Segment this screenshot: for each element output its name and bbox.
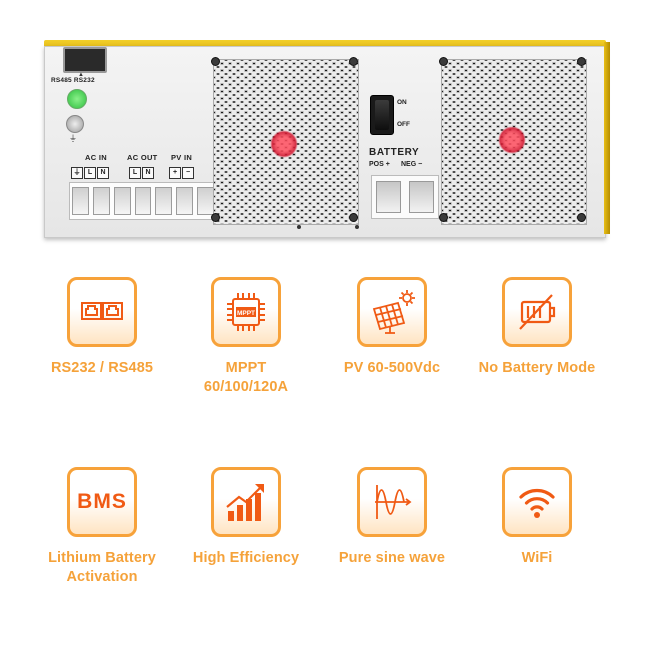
feature-label-line: 60/100/120A bbox=[203, 379, 289, 395]
ground-icon: ⏚ bbox=[69, 134, 77, 143]
battery-pos-label: POS + bbox=[369, 161, 390, 168]
battery-terminal bbox=[371, 175, 439, 219]
feature-lithium: BMS Lithium Battery Activation bbox=[32, 467, 172, 587]
chip-text: MPPT bbox=[237, 310, 255, 317]
feature-pv: PV 60-500Vdc bbox=[322, 277, 462, 378]
feature-label-line: WiFi bbox=[521, 550, 553, 566]
sine-wave-icon bbox=[357, 467, 427, 537]
terminal-ac-out-l: L bbox=[129, 167, 141, 179]
battery-neg-label: NEG − bbox=[401, 161, 423, 168]
no-battery-icon bbox=[502, 277, 572, 347]
feature-mppt: MPPT MPPT 60/100/120A bbox=[176, 277, 316, 397]
pv-in-label: PV IN bbox=[171, 153, 193, 162]
bms-icon: BMS bbox=[67, 467, 137, 537]
feature-label-line: High Efficiency bbox=[192, 550, 300, 566]
feature-label-line: MPPT bbox=[225, 360, 267, 376]
terminal-ground-icon: ⏚ bbox=[71, 167, 83, 179]
fan-hub-left bbox=[270, 130, 298, 158]
terminal-pv-plus: + bbox=[169, 167, 181, 179]
fan-grille-right bbox=[441, 59, 587, 225]
feature-no-battery: No Battery Mode bbox=[467, 277, 607, 378]
power-switch[interactable] bbox=[370, 95, 394, 135]
feature-rs232: RS232 / RS485 bbox=[32, 277, 172, 378]
fan-grille-left bbox=[213, 59, 359, 225]
feature-sine-wave: Pure sine wave bbox=[322, 467, 462, 568]
ac-out-label: AC OUT bbox=[127, 153, 158, 162]
ethernet-ports-icon bbox=[67, 277, 137, 347]
feature-label-line: Activation bbox=[66, 569, 138, 585]
front-panel: ▲ RS485 RS232 ⏚ AC IN AC OUT PV IN ⏚ L N… bbox=[44, 46, 606, 238]
feature-label-line: Pure sine wave bbox=[338, 550, 446, 566]
bms-text: BMS bbox=[77, 490, 127, 513]
feature-label-line: Lithium Battery bbox=[48, 550, 156, 566]
feature-wifi: WiFi bbox=[467, 467, 607, 568]
wifi-icon bbox=[502, 467, 572, 537]
feature-label-line: No Battery Mode bbox=[478, 360, 596, 376]
switch-off-label: OFF bbox=[397, 121, 410, 128]
side-frame bbox=[604, 42, 610, 234]
feature-label-line: PV 60-500Vdc bbox=[343, 360, 441, 376]
feature-efficiency: High Efficiency bbox=[176, 467, 316, 568]
communication-port bbox=[63, 47, 107, 73]
inverter-panel: ▲ RS485 RS232 ⏚ AC IN AC OUT PV IN ⏚ L N… bbox=[44, 40, 610, 238]
switch-on-label: ON bbox=[397, 99, 407, 106]
terminal-ac-in-l: L bbox=[84, 167, 96, 179]
port-label: RS485 RS232 bbox=[51, 77, 95, 84]
battery-label: BATTERY bbox=[369, 147, 420, 158]
ac-in-label: AC IN bbox=[85, 153, 107, 162]
solar-panel-icon bbox=[357, 277, 427, 347]
ground-screw bbox=[66, 115, 84, 133]
feature-label-line: RS232 / RS485 bbox=[50, 360, 154, 376]
terminal-pv-minus: − bbox=[182, 167, 194, 179]
terminal-ac-in-n: N bbox=[97, 167, 109, 179]
status-led bbox=[67, 89, 87, 109]
terminal-block bbox=[69, 182, 217, 220]
port-arrow-icon: ▲ bbox=[78, 72, 84, 78]
terminal-ac-out-n: N bbox=[142, 167, 154, 179]
rising-bars-icon bbox=[211, 467, 281, 537]
mppt-chip-icon: MPPT bbox=[211, 277, 281, 347]
fan-hub-right bbox=[498, 126, 526, 154]
